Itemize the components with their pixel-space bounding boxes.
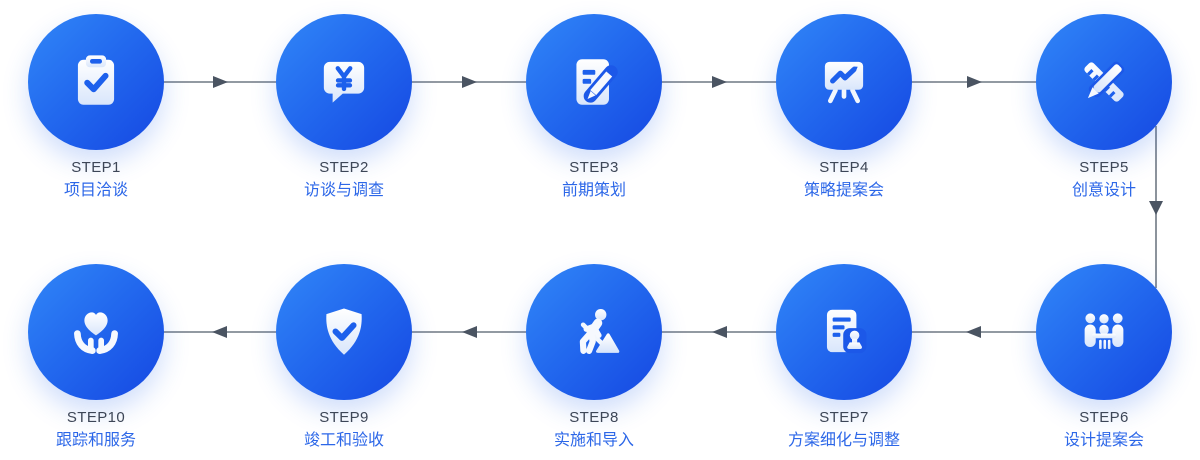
step-circle xyxy=(1036,14,1172,150)
document-edit-icon xyxy=(576,59,618,105)
step-title: 跟踪和服务 xyxy=(55,431,136,449)
step-label: STEP1 xyxy=(71,159,121,176)
step-title: 竣工和验收 xyxy=(303,431,384,449)
arrow-left-icon xyxy=(212,326,227,338)
arrow-right-icon xyxy=(712,76,727,88)
step-title: 访谈与调查 xyxy=(303,181,384,199)
step-title: 方案细化与调整 xyxy=(787,431,900,449)
construction-worker-icon xyxy=(579,309,620,354)
arrow-left-icon xyxy=(462,326,477,338)
step-circle xyxy=(276,14,412,150)
shield-check-icon xyxy=(326,308,362,355)
presentation-chart-icon xyxy=(824,61,864,104)
arrow-right-icon xyxy=(967,76,982,88)
step-circle xyxy=(526,264,662,400)
step-circle xyxy=(776,14,912,150)
step-label: STEP4 xyxy=(819,159,869,176)
chat-yuan-icon xyxy=(323,61,365,103)
step-circle xyxy=(276,264,412,400)
arrow-right-icon xyxy=(462,76,477,88)
arrow-left-icon xyxy=(966,326,981,338)
step-label: STEP5 xyxy=(1079,159,1129,176)
step-title: 实施和导入 xyxy=(553,431,634,449)
step-item-9: STEP9 竣工和验收 xyxy=(256,264,432,451)
arrow-down-icon xyxy=(1149,201,1163,215)
step-item-6: STEP6 设计提案会 xyxy=(1016,264,1192,451)
clipboard-check-icon xyxy=(77,55,115,105)
step-label: STEP2 xyxy=(319,159,369,176)
step-item-10: STEP10 跟踪和服务 xyxy=(8,264,184,451)
step-title: 设计提案会 xyxy=(1063,431,1144,449)
step-circle xyxy=(28,14,164,150)
step-circle xyxy=(28,264,164,400)
step-title: 项目洽谈 xyxy=(63,181,128,199)
document-stamp-icon xyxy=(826,309,867,354)
step-item-5: STEP5 创意设计 xyxy=(1016,14,1192,201)
step-circle xyxy=(526,14,662,150)
arrow-right-icon xyxy=(213,76,228,88)
step-circle xyxy=(776,264,912,400)
arrow-left-icon xyxy=(712,326,727,338)
step-label: STEP8 xyxy=(569,409,619,426)
step-item-1: STEP1 项目洽谈 xyxy=(8,14,184,201)
hands-heart-icon xyxy=(74,312,118,354)
step-item-4: STEP4 策略提案会 xyxy=(756,14,932,201)
step-label: STEP6 xyxy=(1079,409,1129,426)
step-label: STEP9 xyxy=(319,409,369,426)
step-item-8: STEP8 实施和导入 xyxy=(506,264,682,451)
step-title: 策略提案会 xyxy=(803,181,884,199)
step-item-3: STEP3 前期策划 xyxy=(506,14,682,201)
step-item-2: STEP2 访谈与调查 xyxy=(256,14,432,201)
step-title: 创意设计 xyxy=(1071,181,1136,199)
step-label: STEP7 xyxy=(819,409,869,426)
step-label: STEP3 xyxy=(569,159,619,176)
pencil-ruler-icon xyxy=(1084,61,1125,102)
meeting-people-icon xyxy=(1084,313,1124,350)
step-item-7: STEP7 方案细化与调整 xyxy=(756,264,932,451)
step-circle xyxy=(1036,264,1172,400)
step-label: STEP10 xyxy=(66,409,126,426)
step-title: 前期策划 xyxy=(561,181,626,199)
